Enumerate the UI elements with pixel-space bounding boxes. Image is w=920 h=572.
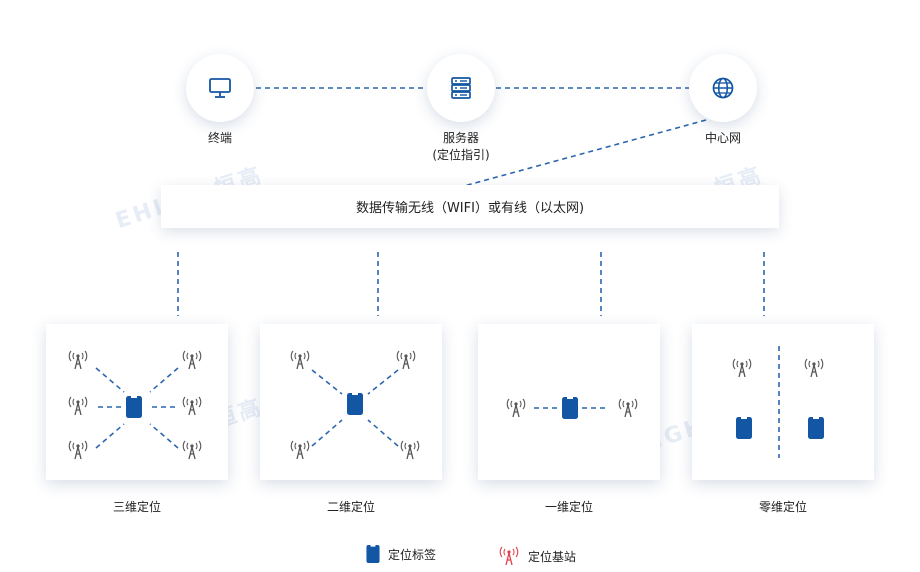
antenna-icon: [182, 350, 202, 370]
link-network-banner: [463, 119, 707, 187]
server-title: 服务器: [442, 131, 479, 145]
antenna-icon: [804, 358, 824, 378]
panel-3d-label: 三维定位: [112, 500, 161, 514]
antenna-icon: [499, 546, 519, 566]
network-node: [689, 54, 757, 122]
antenna-icon: [68, 440, 88, 460]
server-icon: [451, 77, 471, 99]
panel-1d-label: 一维定位: [544, 500, 593, 514]
antenna-icon: [182, 396, 202, 416]
tag-icon: [808, 417, 824, 439]
panel-0d-positioning: [692, 324, 874, 480]
antenna-icon: [68, 350, 88, 370]
panel-3d-positioning: [46, 324, 228, 480]
tag-icon: [126, 396, 142, 418]
terminal-node: [186, 54, 254, 122]
transmission-banner: 数据传输无线（WIFI）或有线（以太网): [161, 185, 779, 228]
antenna-icon: [290, 350, 310, 370]
panel-2d-positioning: [260, 324, 442, 480]
server-subtitle: (定位指引): [432, 148, 490, 162]
antenna-icon: [400, 440, 420, 460]
globe-icon: [712, 77, 734, 99]
legend-antenna-label: 定位基站: [528, 549, 577, 564]
server-label: 服务器 (定位指引): [401, 130, 521, 164]
server-node: [427, 54, 495, 122]
tag-icon: [736, 417, 752, 439]
panel-0d-label: 零维定位: [758, 500, 807, 514]
banner-text: 数据传输无线（WIFI）或有线（以太网): [355, 201, 585, 216]
legend-antenna: 定位基站: [498, 545, 576, 567]
panel-2d-label: 二维定位: [326, 500, 375, 514]
antenna-icon: [618, 398, 638, 418]
antenna-icon: [732, 358, 752, 378]
monitor-icon: [209, 78, 231, 98]
legend-tag-label: 定位标签: [388, 547, 437, 562]
antenna-icon: [506, 398, 526, 418]
panel-1d-positioning: [478, 324, 660, 480]
antenna-icon: [68, 396, 88, 416]
tag-icon: [366, 545, 380, 563]
antenna-icon: [290, 440, 310, 460]
antenna-icon: [182, 440, 202, 460]
terminal-label: 终端: [207, 131, 232, 145]
tag-icon: [562, 397, 578, 419]
antenna-icon: [396, 350, 416, 370]
legend-tag: 定位标签: [366, 545, 436, 563]
tag-icon: [347, 393, 363, 415]
network-label: 中心网: [704, 131, 741, 145]
